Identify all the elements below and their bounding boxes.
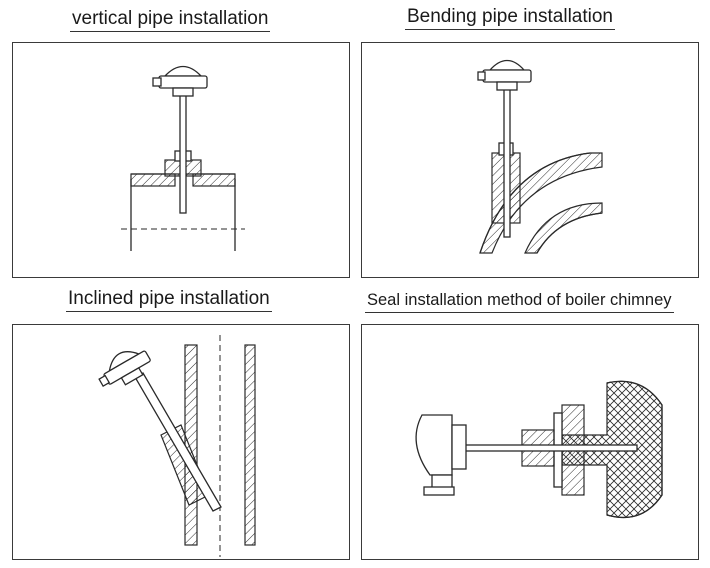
panel-title-boiler-chimney: Seal installation method of boiler chimn… <box>365 289 674 313</box>
panel-title-bending: Bending pipe installation <box>405 6 615 30</box>
panel-bending-pipe <box>361 42 699 278</box>
panel-inclined-pipe <box>12 324 350 560</box>
thermocouple-head-icon <box>415 414 467 496</box>
bending-pipe-diagram <box>477 59 603 254</box>
panel-title-vertical: vertical pipe installation <box>70 8 271 32</box>
boiler-chimney-diagram <box>415 380 663 519</box>
thermocouple-head-icon <box>477 59 532 91</box>
panel-title-inclined: Inclined pipe installation <box>66 288 272 312</box>
inclined-pipe-diagram <box>98 335 256 557</box>
panel-vertical-pipe <box>12 42 350 278</box>
thermocouple-head-icon <box>98 350 151 387</box>
panel-boiler-chimney <box>361 324 699 560</box>
thermocouple-head-icon <box>152 65 208 97</box>
vertical-pipe-diagram <box>121 65 245 251</box>
